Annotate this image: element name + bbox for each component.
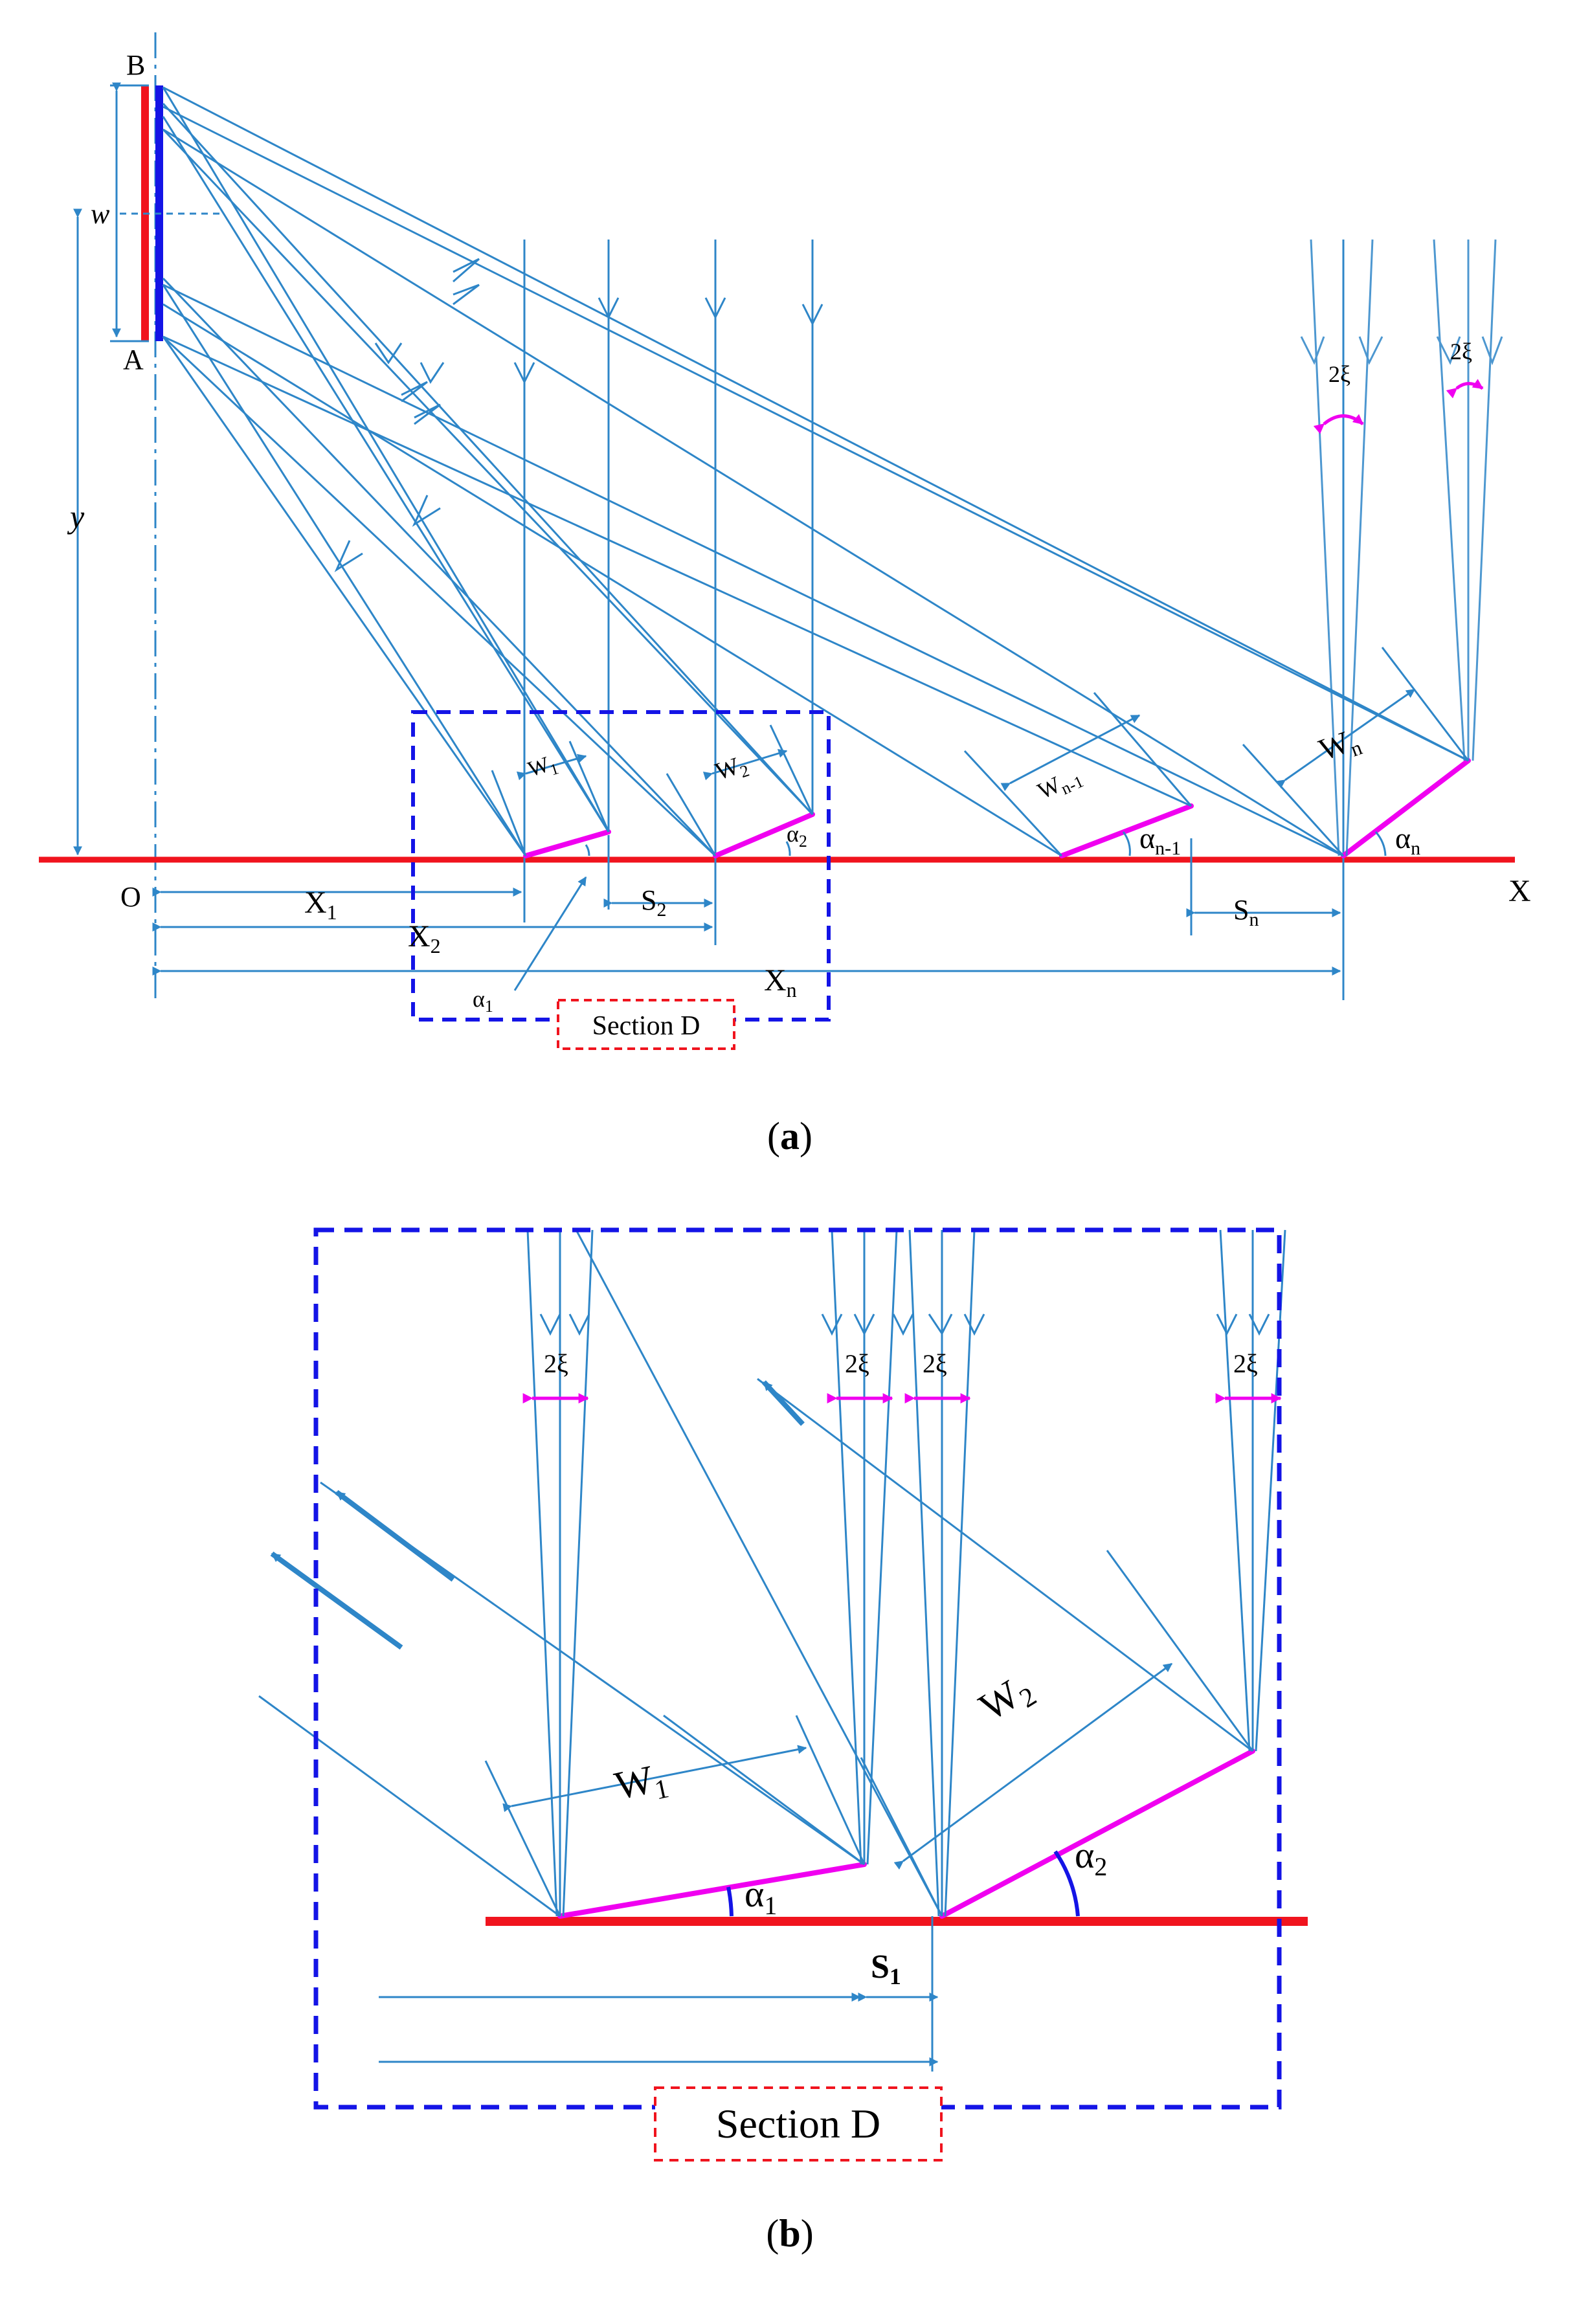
- section-d-label-box-a: [557, 999, 735, 1050]
- label-xi2-b: 2ξ: [845, 1349, 869, 1378]
- label-x2: X2: [408, 919, 441, 957]
- label-s2: S2: [641, 884, 666, 921]
- label-origin: O: [120, 881, 141, 913]
- label-wn1-a: Wn-1: [1033, 762, 1086, 808]
- dimensions-a: [73, 82, 1416, 991]
- mirror-2-b: [939, 1749, 1255, 1919]
- section-d-box-a: [411, 710, 831, 1022]
- pivot-lines-a: [523, 240, 1345, 1000]
- dimensions-b: [379, 1662, 1173, 2072]
- panel-a: B A w y O X X1 X2 Xn S2 Sn W1 W2 Wn-1 Wn…: [39, 32, 1531, 1157]
- mirror-n-a: [1341, 758, 1471, 858]
- mirror-n1-a: [1059, 803, 1194, 858]
- mirror-1-b: [557, 1862, 867, 1919]
- mirrors-a: [523, 758, 1471, 858]
- mirror-normals-a: [491, 647, 1470, 857]
- label-w1-b: W1: [611, 1755, 672, 1814]
- label-xi1-a: 2ξ: [1328, 361, 1350, 387]
- label-xi4-b: 2ξ: [1233, 1349, 1258, 1378]
- label-alpha2-a: α2: [787, 821, 807, 851]
- label-y: y: [67, 498, 85, 535]
- label-alpha1-b: α1: [745, 1873, 777, 1920]
- label-a: A: [123, 344, 144, 375]
- mirror-1-a: [523, 829, 611, 858]
- panel-b: W1 W2 α1 α2 S1 2ξ 2ξ 2ξ 2ξ Section D (b): [258, 1227, 1308, 2255]
- sun-cones-b: [526, 1229, 1286, 1917]
- angle-arcs-b: [726, 1850, 1080, 1917]
- label-w1-a: W1: [525, 750, 561, 786]
- caption-b: (b): [766, 2212, 813, 2255]
- label-x-axis: X: [1508, 874, 1531, 908]
- label-sn: Sn: [1233, 894, 1259, 930]
- label-xi1-b: 2ξ: [544, 1349, 568, 1378]
- label-xi2-a: 2ξ: [1450, 339, 1472, 364]
- label-alphan-a: αn: [1395, 821, 1420, 859]
- label-b: B: [126, 49, 145, 81]
- label-alpha2-b: α2: [1075, 1834, 1107, 1881]
- xi-arcs-a: [1313, 379, 1484, 434]
- label-w2-a: W2: [712, 750, 752, 789]
- section-d-box-b: [313, 1227, 1282, 2110]
- section-d-label-a: Section D: [592, 1011, 700, 1041]
- mirror-2-a: [713, 812, 815, 858]
- label-alphan1-a: αn-1: [1139, 821, 1181, 859]
- caption-a: (a): [767, 1115, 812, 1157]
- label-xn: Xn: [764, 963, 797, 1001]
- incident-rays-a: [513, 240, 823, 832]
- reflected-rays-b: [258, 1229, 1254, 1917]
- label-xi3-b: 2ξ: [923, 1349, 947, 1378]
- label-x1: X1: [304, 886, 337, 924]
- label-w: w: [91, 198, 110, 230]
- reflected-arrows-b: [270, 1380, 805, 1650]
- section-d-label-box-b: [654, 2086, 943, 2162]
- label-alpha1-a: α1: [473, 986, 493, 1016]
- label-w2-b: W2: [972, 1665, 1042, 1734]
- section-d-label-b: Section D: [716, 2101, 880, 2147]
- reflected-rays-a: [162, 86, 1469, 857]
- label-s1-b: S1: [871, 1949, 901, 1989]
